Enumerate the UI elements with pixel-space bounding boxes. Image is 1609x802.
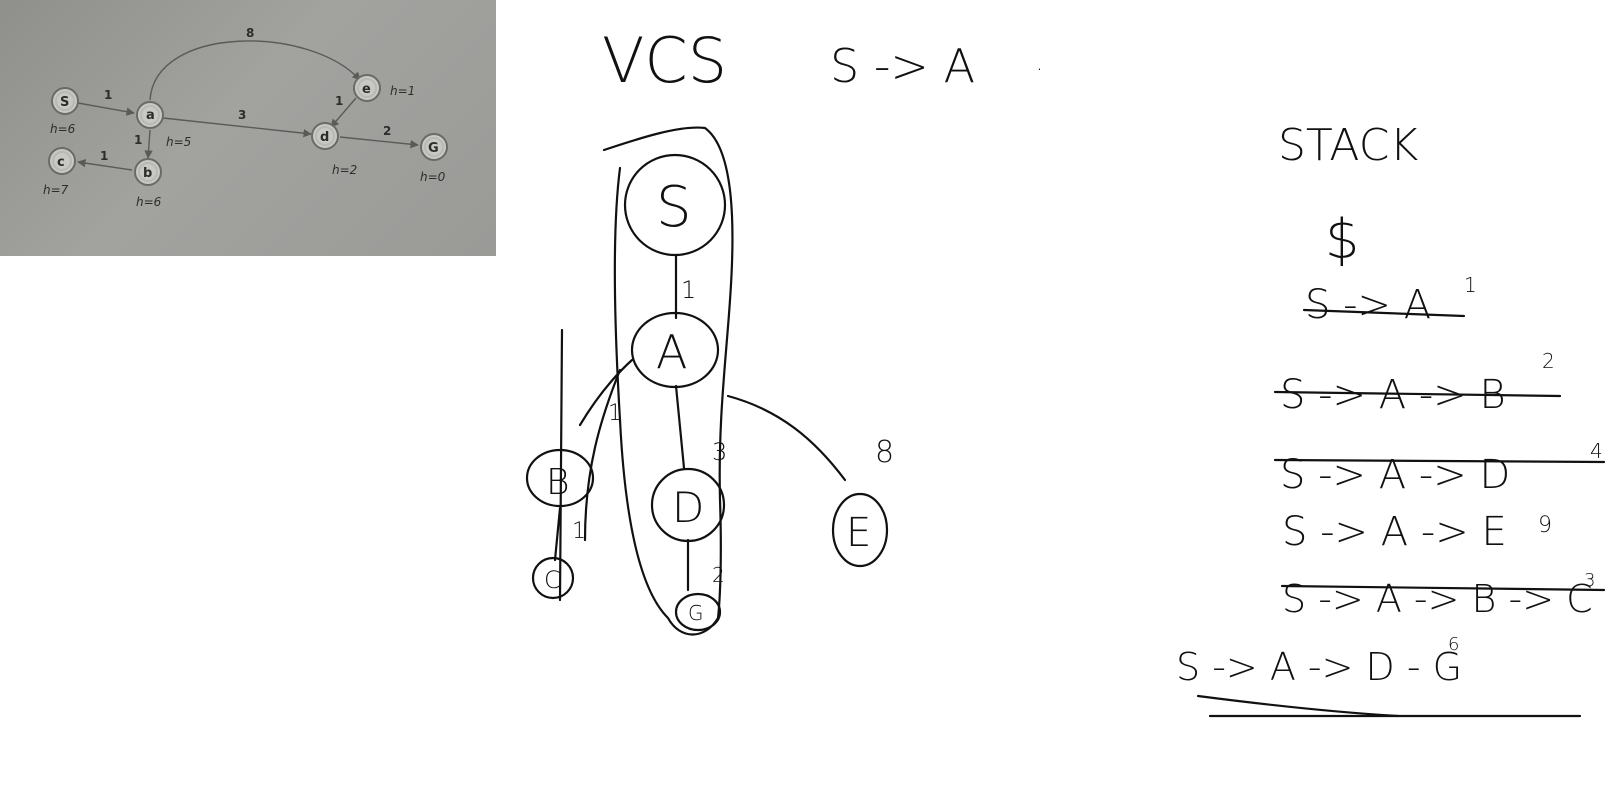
graph-photo: 1 8 3 1 1 1 2 S h=6 a h=5 b h=6 c h=7	[0, 0, 496, 256]
sketch-subtitle: S -> A	[830, 39, 975, 93]
edge-d-G	[339, 136, 419, 149]
path-highlight-loop	[602, 126, 734, 636]
tree-node-d: D	[650, 467, 726, 543]
tree-node-c-label: C	[544, 566, 561, 594]
b-side-line	[558, 328, 564, 602]
stack-underline	[1196, 694, 1400, 718]
sketch-title: VCS	[602, 24, 727, 97]
stack-entry-cost: 4	[1590, 439, 1603, 463]
node-c: c h=7	[43, 147, 76, 197]
stack-entry: S -> A 1	[1302, 273, 1477, 328]
tree-node-s-label: S	[656, 175, 692, 240]
node-c-label: c	[57, 155, 65, 170]
node-a-heuristic: h=5	[166, 135, 191, 149]
tree-edge-a-e	[726, 394, 847, 482]
node-S-heuristic: h=6	[50, 122, 76, 136]
node-b-heuristic: h=6	[136, 195, 162, 209]
weight-a-d: 3	[238, 108, 246, 122]
tree-weight-a-b: 1	[608, 401, 622, 426]
tree-weight-d-g: 2	[712, 563, 725, 587]
node-a: a h=5	[136, 101, 191, 149]
stack-entry-cost: 2	[1542, 349, 1555, 373]
tree-node-e: E	[831, 492, 889, 568]
tree-weight-a-e: 8	[875, 435, 894, 470]
stack-entry-strike	[1273, 390, 1562, 398]
node-S: S h=6	[50, 87, 79, 136]
stack-entry-path: S -> A -> B -> C	[1282, 577, 1593, 621]
node-c-heuristic: h=7	[43, 183, 69, 197]
stack-entry: S -> A -> B -> C 3	[1280, 570, 1606, 621]
sketch-subtitle-dot: .	[1036, 51, 1043, 76]
node-b-label: b	[143, 166, 152, 181]
stack-entry-strike	[1273, 458, 1606, 464]
tree-edge-b-c	[553, 506, 562, 562]
stack-entry: S -> A -> B 2	[1273, 349, 1562, 418]
edge-e-d	[330, 97, 357, 128]
tree-node-b: B	[525, 448, 595, 508]
tree-node-g: G	[674, 592, 722, 632]
b-c-stroke	[583, 368, 622, 542]
tree-node-e-label: E	[846, 510, 871, 556]
stack-entry-cost: 3	[1584, 570, 1595, 591]
node-b: b h=6	[134, 158, 162, 209]
weight-d-G: 2	[383, 124, 391, 138]
node-d-heuristic: h=2	[332, 163, 357, 177]
edge-a-e	[149, 40, 361, 101]
tree-edge-a-d	[674, 384, 686, 470]
stack-entry: S -> A -> D - G 6	[1176, 634, 1462, 689]
tree-node-c: C	[531, 556, 575, 600]
stack-entry-path: S -> A -> D - G	[1176, 645, 1462, 689]
stack-bottom-marker: $	[1325, 208, 1359, 271]
edge-a-b	[144, 129, 153, 159]
stack-entry-cost: 1	[1464, 273, 1477, 297]
weight-S-a: 1	[104, 88, 112, 102]
node-G-label: G	[428, 141, 439, 156]
edge-b-c	[77, 158, 133, 171]
stack-entry: S -> A -> E 9	[1282, 509, 1552, 555]
tree-node-d-label: D	[672, 483, 704, 532]
tree-weight-a-d: 3	[712, 438, 727, 466]
tree-weight-b-c: 1	[572, 519, 586, 544]
weight-a-e: 8	[246, 26, 254, 40]
stack-entry: S -> A -> D 4	[1273, 439, 1606, 498]
tree-node-a: A	[630, 311, 720, 389]
stack-entry-path: S -> A -> E	[1282, 509, 1507, 555]
stack-entry-cost: 9	[1538, 513, 1552, 538]
weight-a-b: 1	[134, 133, 142, 147]
tree-node-a-label: A	[656, 325, 687, 379]
stack-entry-strike	[1280, 584, 1606, 592]
node-e: e h=1	[353, 74, 415, 102]
node-d: d h=2	[311, 122, 357, 177]
stack-entry-cost: 6	[1448, 634, 1459, 655]
tree-weight-s-a: 1	[681, 276, 696, 304]
node-e-heuristic: h=1	[390, 84, 415, 98]
graph-diagram: 1 8 3 1 1 1 2 S h=6 a h=5 b h=6 c h=7	[43, 26, 448, 209]
weight-b-c: 1	[100, 149, 108, 163]
stack-entry-path: S -> A -> D	[1280, 452, 1510, 498]
stack-title: STACK	[1278, 120, 1418, 171]
stack-entry-strike	[1302, 308, 1466, 318]
node-G-heuristic: h=0	[420, 170, 446, 184]
stack-entry-path: S -> A	[1305, 282, 1431, 328]
edge-a-d	[162, 117, 312, 138]
edge-S-a	[77, 102, 135, 116]
node-a-label: a	[146, 108, 155, 123]
tree-node-b-label: B	[546, 462, 570, 503]
node-G: G h=0	[420, 133, 448, 184]
tree-edge-a-b	[578, 358, 634, 427]
node-e-label: e	[362, 82, 371, 97]
node-S-label: S	[60, 95, 69, 110]
tree-node-s: S	[623, 153, 727, 257]
node-d-label: d	[320, 130, 329, 145]
weight-e-d: 1	[335, 94, 343, 108]
tree-node-g-label: G	[688, 601, 704, 625]
